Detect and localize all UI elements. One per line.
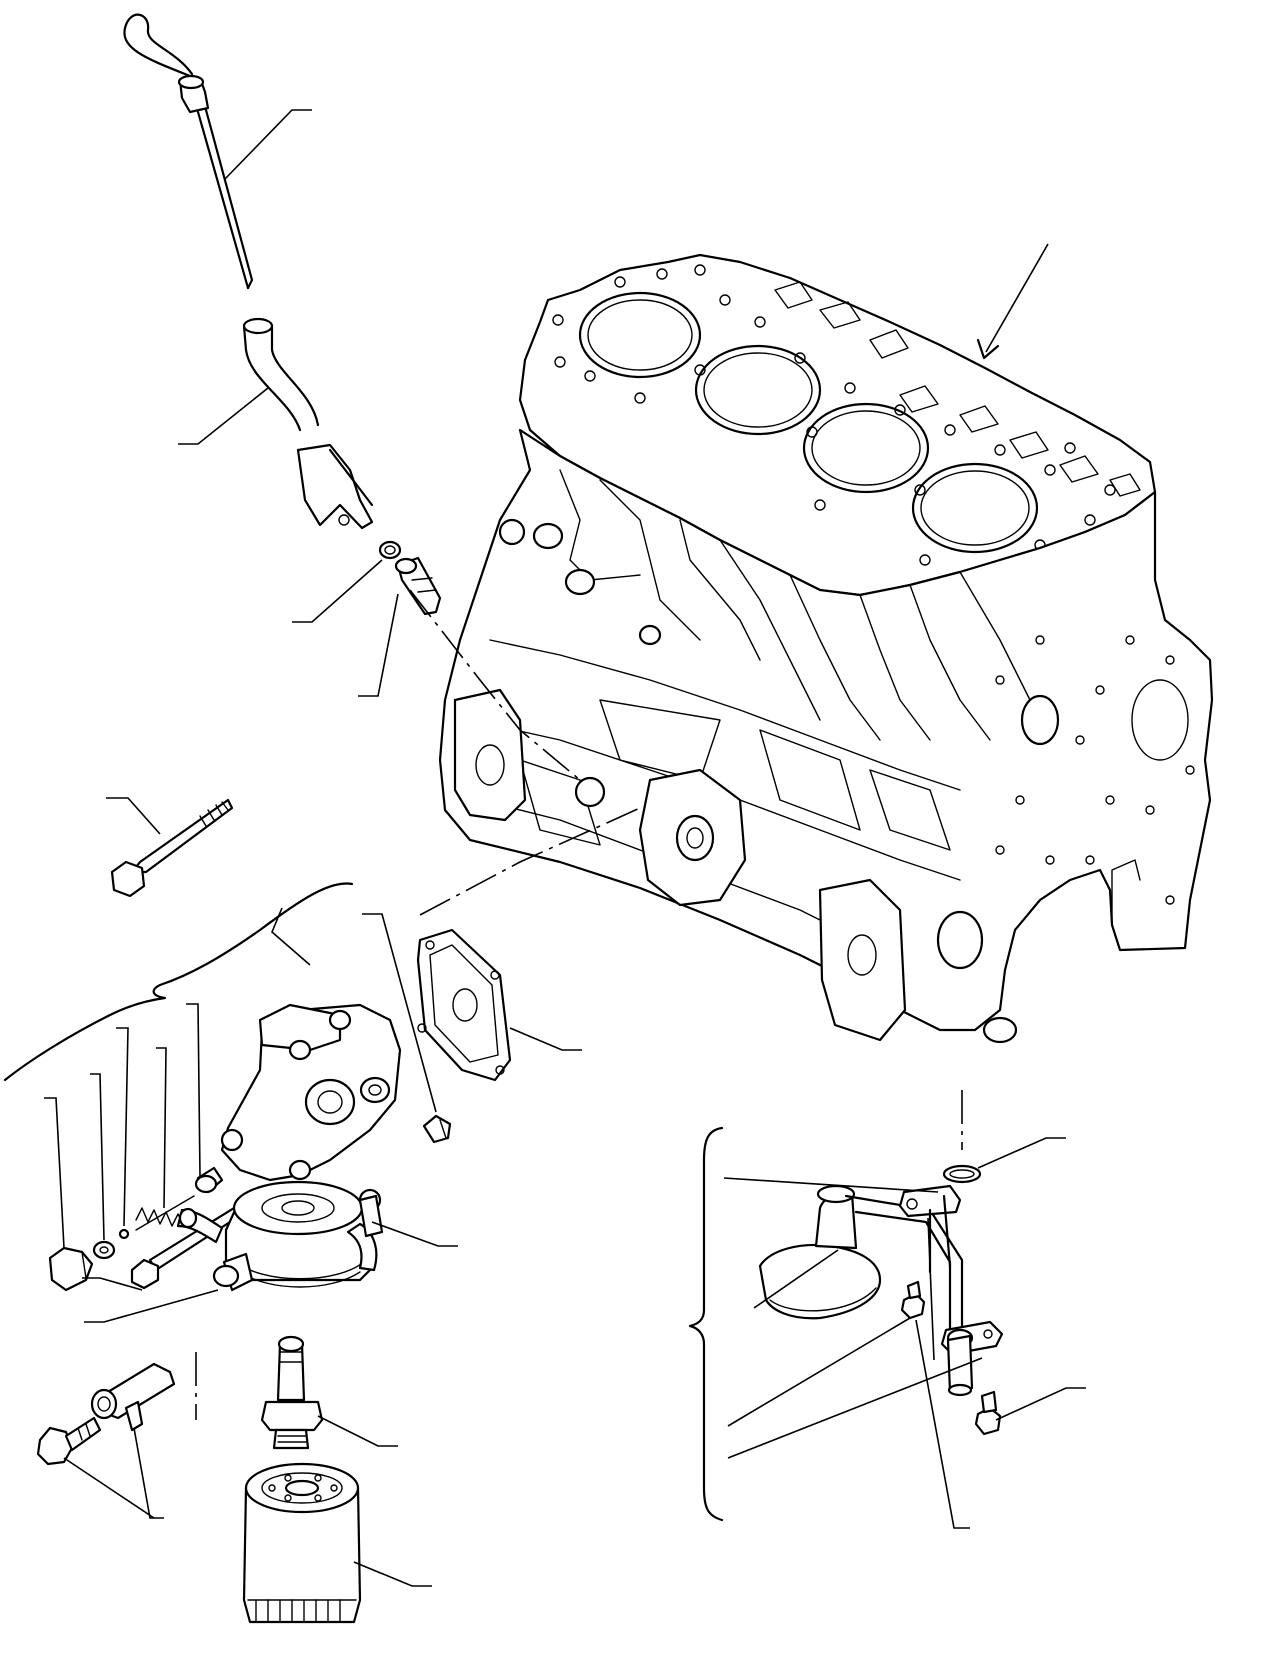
leader-strainer-bolts-b [727,1357,983,1459]
leader-oil-cooler [371,1221,458,1247]
brace-oil-strainer-assembly [688,1126,724,1522]
strainer-bolt [900,1280,926,1320]
leader-washer [90,1073,105,1241]
leader-o-ring [292,559,383,623]
oil-cooler-bracket [220,1003,402,1182]
cylinder-block [438,253,1214,1044]
oil-filter-stud [260,1335,324,1450]
leader-cylinder-block [985,243,1049,353]
gasket [416,928,512,1082]
leader-oil-filter [353,1561,432,1587]
leader-bracket [271,907,311,966]
plug [48,1246,94,1292]
leader-strainer-cup [753,1249,839,1309]
strainer-o-ring [942,1164,982,1184]
leader-gasket [509,1027,582,1051]
dipstick [123,13,254,290]
leader-guide-tube [178,387,269,445]
leader-bolt [106,797,161,835]
centerline-guide-tube [409,589,581,781]
leader-spring [156,1047,167,1209]
leader-strainer-o-ring [977,1137,1066,1169]
leader-connector [84,1289,219,1323]
leader-strainer [723,1177,939,1193]
tube-adapter [394,556,442,616]
plug [422,1114,452,1144]
leader-plug-b [44,1097,65,1249]
leader-dipstick [223,109,312,181]
oil-filter [242,1462,362,1624]
strainer-bolt [974,1390,1002,1436]
leader-small-ball [116,1027,129,1227]
leader-adapter [358,593,399,697]
oil-cooler [176,1180,384,1292]
leader-strainer-bolt-c [915,1319,970,1529]
hollow-bolt [36,1416,102,1466]
centerline-cooler-pad [419,807,641,916]
arrow-head [976,338,1000,360]
o-ring [378,540,402,560]
leader-strainer-pipe [927,1217,935,1361]
relief-valve [194,1166,224,1194]
leader-relief-valve [186,1003,201,1177]
leader-strainer-bolts-a [727,1317,911,1427]
leader-filter-stud [317,1415,398,1447]
mounting-bolt [110,798,234,898]
leader-connector-bolt [63,1427,164,1519]
washer [92,1228,130,1260]
connector [90,1362,176,1432]
leader-plug [362,913,437,1113]
leader-union-bolt [82,1277,143,1291]
dipstick-guide-tube [242,317,374,530]
leader-strainer-bolt [995,1387,1086,1421]
oil-strainer [758,1184,1004,1397]
brace-oil-cooler-assembly [3,882,354,1082]
